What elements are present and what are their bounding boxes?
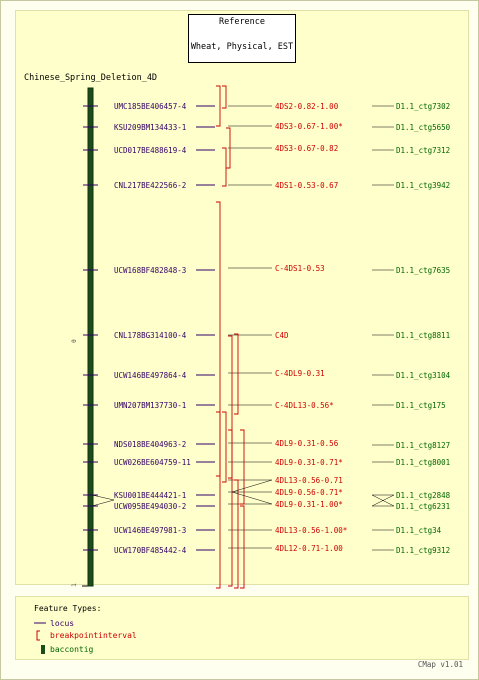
locus-label[interactable]: UCW170BF485442-4 bbox=[114, 546, 187, 555]
interval-label[interactable]: C-4DS1-0.53 bbox=[275, 264, 325, 273]
interval-label[interactable]: 4DL13-0.56-0.71 bbox=[275, 476, 343, 485]
contig-label[interactable]: D1.1_ctg5650 bbox=[396, 123, 451, 132]
interval-label[interactable]: C-4DL9-0.31 bbox=[275, 369, 325, 378]
breakpoint-interval-bracket[interactable] bbox=[240, 429, 245, 505]
axis-label-start: 0 bbox=[71, 339, 78, 343]
contig-label[interactable]: D1.1_ctg9312 bbox=[396, 546, 450, 555]
contig-label[interactable]: D1.1_ctg7312 bbox=[396, 146, 450, 155]
contig-label[interactable]: D1.1_ctg8811 bbox=[396, 331, 450, 340]
interval-label[interactable]: C-4DL13-0.56* bbox=[275, 401, 334, 410]
locus-label[interactable]: UCW168BF482848-3 bbox=[114, 266, 186, 275]
locus-label[interactable]: UCW095BE494030-2 bbox=[114, 502, 186, 511]
map-title[interactable]: Chinese_Spring_Deletion_4D bbox=[24, 73, 157, 83]
breakpoint-interval-bracket[interactable] bbox=[222, 147, 227, 187]
legend-title: Feature Types: bbox=[34, 604, 101, 613]
contig-label[interactable]: D1.1_ctg34 bbox=[396, 526, 442, 535]
contig-label[interactable]: D1.1_ctg2848 bbox=[396, 491, 451, 500]
interval-label[interactable]: 4DS3-0.67-1.00* bbox=[275, 122, 343, 131]
breakpoint-interval-bracket[interactable] bbox=[216, 411, 221, 477]
contig-label[interactable]: D1.1_ctg7302 bbox=[396, 102, 450, 111]
locus-label[interactable]: NDS018BE404963-2 bbox=[114, 440, 186, 449]
locus-label[interactable]: KSU209BM134433-1 bbox=[114, 123, 186, 132]
baccontig-bar[interactable] bbox=[87, 87, 94, 587]
breakpoint-interval-bracket[interactable] bbox=[226, 127, 231, 169]
locus-label[interactable]: UMC185BE406457-4 bbox=[114, 102, 187, 111]
breakpoint-interval-bracket[interactable] bbox=[228, 429, 233, 479]
locus-label[interactable]: UCW146BE497864-4 bbox=[114, 371, 187, 380]
reference-box bbox=[188, 14, 296, 63]
locus-label[interactable]: CNL178BG314100-4 bbox=[114, 331, 187, 340]
locus-label[interactable]: UMN207BM137730-1 bbox=[114, 401, 186, 410]
interval-label[interactable]: 4DL9-0.31-0.56 bbox=[275, 439, 339, 448]
interval-label[interactable]: 4DS2-0.82-1.00 bbox=[275, 102, 339, 111]
interval-label[interactable]: 4DL9-0.31-1.00* bbox=[275, 500, 343, 509]
legend-contig-label: baccontig bbox=[50, 645, 94, 654]
legend-contig-swatch bbox=[41, 645, 45, 654]
breakpoint-interval-bracket[interactable] bbox=[240, 505, 245, 589]
breakpoint-interval-bracket[interactable] bbox=[234, 333, 239, 415]
reference-title: Reference bbox=[219, 17, 265, 27]
locus-label[interactable]: KSU001BE444421-1 bbox=[114, 491, 186, 500]
interval-label[interactable]: 4DS1-0.53-0.67 bbox=[275, 181, 338, 190]
legend-interval-swatch bbox=[36, 630, 40, 641]
locus-label[interactable]: CNL217BE422566-2 bbox=[114, 181, 186, 190]
interval-label[interactable]: 4DL9-0.56-0.71* bbox=[275, 488, 343, 497]
contig-label[interactable]: D1.1_ctg3104 bbox=[396, 371, 451, 380]
reference-subtitle: Wheat, Physical, EST bbox=[191, 42, 293, 52]
locus-label[interactable]: UCW026BE604759-11 bbox=[114, 458, 191, 467]
contig-label[interactable]: D1.1_ctg8001 bbox=[396, 458, 450, 467]
legend-frame bbox=[15, 596, 469, 660]
breakpoint-brackets bbox=[91, 85, 395, 589]
cluster-connector bbox=[371, 494, 395, 507]
breakpoint-interval-bracket[interactable] bbox=[216, 85, 221, 127]
breakpoint-interval-bracket[interactable] bbox=[216, 201, 221, 589]
locus-label[interactable]: UCD017BE488619-4 bbox=[114, 146, 187, 155]
version-label: CMap v1.01 bbox=[418, 660, 463, 669]
cluster-connector bbox=[231, 479, 273, 493]
interval-label[interactable]: 4DS3-0.67-0.82 bbox=[275, 144, 338, 153]
legend-interval-label: breakpointinterval bbox=[50, 631, 137, 640]
legend-locus-label: locus bbox=[50, 619, 74, 628]
axis-label-end: 1 bbox=[71, 583, 78, 587]
contig-label[interactable]: D1.1_ctg6231 bbox=[396, 502, 450, 511]
cluster-connector bbox=[91, 494, 115, 501]
cluster-connector bbox=[91, 499, 115, 507]
breakpoint-interval-bracket[interactable] bbox=[222, 85, 227, 109]
interval-label[interactable]: 4DL13-0.56-1.00* bbox=[275, 526, 347, 535]
breakpoint-interval-bracket[interactable] bbox=[222, 411, 227, 483]
breakpoint-interval-bracket[interactable] bbox=[234, 479, 239, 589]
interval-label[interactable]: 4DL12-0.71-1.00 bbox=[275, 544, 343, 553]
contig-label[interactable]: D1.1_ctg8127 bbox=[396, 441, 450, 450]
interval-label[interactable]: 4DL9-0.31-0.71* bbox=[275, 458, 343, 467]
locus-label[interactable]: UCW146BE497981-3 bbox=[114, 526, 186, 535]
contig-label[interactable]: D1.1_ctg7635 bbox=[396, 266, 450, 275]
contig-label[interactable]: D1.1_ctg175 bbox=[396, 401, 446, 410]
cluster-connector bbox=[231, 491, 273, 505]
interval-label[interactable]: C4D bbox=[275, 331, 289, 340]
contig-label[interactable]: D1.1_ctg3942 bbox=[396, 181, 450, 190]
